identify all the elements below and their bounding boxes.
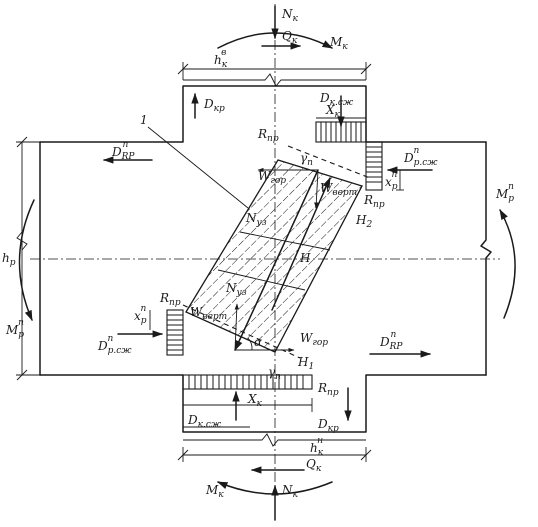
label-xp-right: xрп — [385, 170, 398, 192]
label-leader-1: 1 — [140, 113, 148, 127]
label-xp-left: xрп — [134, 304, 147, 326]
label-wvert-top: Wверт — [320, 181, 357, 198]
label-hr-left: hр — [2, 251, 16, 268]
lower-chord-dashed — [182, 304, 301, 359]
label-mk-top: Mк — [329, 35, 348, 52]
right-break — [480, 141, 492, 376]
label-dk-szh-top: Dк.сж — [319, 91, 354, 108]
label-drr-left: DRPп — [111, 140, 135, 162]
top-break-line — [183, 73, 366, 87]
label-qk-top: Qк — [282, 29, 298, 46]
label-mr-left: Mрп — [5, 318, 24, 340]
label-wvert-low: Wверт — [190, 305, 227, 322]
label-h1: H1 — [297, 355, 314, 372]
label-wgor-low: Wгор — [300, 331, 328, 348]
wvert-top-arrow — [314, 169, 319, 209]
label-rpr-br: Rпр — [317, 381, 339, 398]
label-qk-bottom: Qк — [306, 457, 322, 474]
bottom-edge — [39, 374, 487, 433]
label-nk-bottom: Nк — [281, 483, 299, 500]
alpha-arc — [247, 337, 253, 351]
strut-force-vectors — [234, 167, 331, 353]
external-forces — [18, 5, 516, 521]
label-gamma-top: γп — [300, 151, 313, 168]
label-h-diag: H — [299, 251, 311, 265]
stress-block-right — [365, 141, 383, 191]
label-hk-top: hкв — [214, 48, 228, 70]
stress-block-left — [166, 309, 184, 356]
bottom-break-line — [183, 433, 366, 447]
label-hk-bottom: hкн — [310, 436, 324, 458]
mk-bottom-arrow — [217, 481, 333, 495]
label-dp-szh-left: Dр.сжп — [97, 334, 132, 356]
top-edge — [39, 85, 487, 143]
label-dp-szh-right: Dр.сжп — [403, 146, 438, 168]
label-dkr-top: Dкр — [203, 97, 225, 114]
label-nuz-upper: Nуз — [245, 211, 267, 228]
frame-outline — [39, 73, 492, 447]
label-xk-top: Xк — [325, 103, 341, 120]
upper-chord-dashed — [287, 145, 371, 179]
label-mr-right: Mрп — [495, 182, 514, 204]
labels: Nк Qк Mк hкв Dкр Dк.сж Xк 1 Rпр DRPп γп … — [2, 7, 514, 500]
dimensions — [16, 62, 372, 462]
stress-block-bottom — [182, 374, 313, 390]
nuz-lower-arrow — [234, 303, 239, 351]
label-nuz-lower: Nуз — [225, 281, 247, 298]
mk-top-arrow — [217, 32, 333, 49]
label-mk-bottom: Mк — [205, 483, 224, 500]
label-drr-right: DRPп — [379, 330, 403, 352]
label-h2: H2 — [355, 213, 372, 230]
nuz-upper-arrow — [234, 169, 319, 351]
label-rpr-left: Rпр — [159, 291, 181, 308]
label-dkr-bottom: Dкр — [317, 417, 339, 434]
label-wgor-top: Wгор — [258, 169, 286, 186]
label-rpr-tl: Rпр — [257, 127, 279, 144]
label-alpha: α — [254, 335, 262, 349]
label-nk-top: Nк — [281, 7, 299, 24]
stress-blocks — [166, 121, 383, 390]
label-gamma-low: γп — [268, 365, 281, 382]
mr-right-arrow — [499, 209, 516, 319]
h-diagonal — [271, 177, 331, 311]
label-rpr-tr: Rпр — [363, 193, 385, 210]
label-dk-szh-bottom: Dк.сж — [187, 413, 222, 430]
leader-1 — [147, 126, 249, 209]
label-xk-bottom: Xк — [247, 392, 263, 409]
mr-left-arrow — [18, 199, 35, 321]
